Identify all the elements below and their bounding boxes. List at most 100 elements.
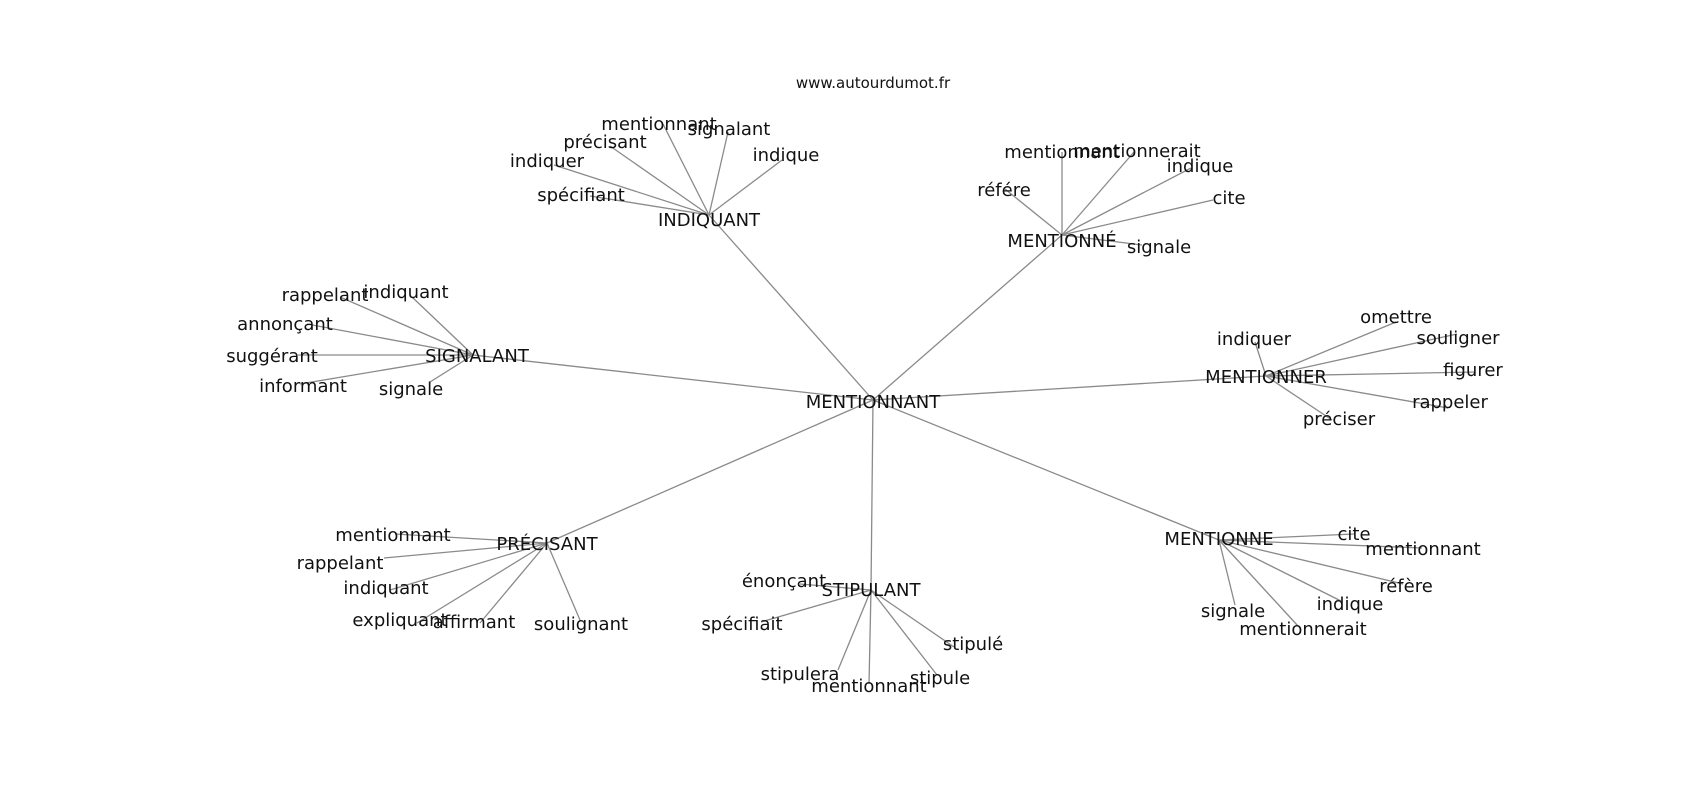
edge-hub-leaf bbox=[389, 542, 548, 591]
leaf-word: expliquant bbox=[352, 610, 447, 631]
edge-hub-leaf bbox=[306, 323, 474, 356]
edge-hub-leaf bbox=[1218, 539, 1404, 585]
edge-hub-leaf bbox=[383, 542, 548, 559]
edge-hub-leaf bbox=[837, 589, 872, 671]
leaf-word: indiquer bbox=[1217, 329, 1292, 350]
edge-hub-leaf bbox=[1218, 539, 1299, 627]
leaf-word: indique bbox=[1317, 594, 1384, 615]
edge-hub-leaf bbox=[609, 145, 710, 216]
edge-hub-leaf bbox=[799, 583, 872, 591]
leaf-word: signale bbox=[1201, 601, 1265, 622]
leaf-word: stipule bbox=[910, 668, 970, 689]
leaf-word: spécifiant bbox=[537, 185, 625, 206]
leaf-word: mentionnant bbox=[1365, 539, 1480, 560]
leaf-word: réfère bbox=[1379, 576, 1433, 597]
leaf-word: signale bbox=[379, 379, 443, 400]
edge-hub-leaf bbox=[416, 542, 548, 624]
edge-hub-leaf bbox=[760, 589, 872, 623]
edge-hub-leaf bbox=[1061, 167, 1192, 236]
edge-hub-leaf bbox=[1265, 375, 1449, 409]
edge-hub-leaf bbox=[394, 533, 548, 544]
edge-hub-leaf bbox=[708, 131, 729, 216]
leaf-word: indique bbox=[753, 145, 820, 166]
edge-hub-leaf bbox=[1218, 539, 1342, 602]
edge-hub-leaf bbox=[1265, 333, 1458, 377]
leaf-word: soulignant bbox=[534, 614, 628, 635]
edge-center-hub bbox=[546, 399, 874, 544]
leaf-word: mentionnerait bbox=[1239, 619, 1366, 640]
leaf-word: énonçant bbox=[742, 571, 826, 592]
edge-hub-leaf bbox=[479, 542, 548, 624]
edge-hub-leaf bbox=[1254, 341, 1267, 377]
hub-word: PRÉCISANT bbox=[496, 533, 598, 555]
leaf-word: signale bbox=[1127, 237, 1191, 258]
edge-hub-leaf bbox=[1265, 321, 1397, 377]
edge-hub-leaf bbox=[411, 296, 474, 356]
leaf-word: souligner bbox=[1416, 328, 1500, 349]
edge-hub-leaf bbox=[868, 589, 872, 685]
leaf-word: indiquant bbox=[363, 282, 448, 303]
leaf-word: référe bbox=[977, 180, 1031, 201]
edge-center-hub bbox=[872, 399, 1220, 541]
edge-hub-leaf bbox=[1218, 539, 1236, 606]
graph-labels: MENTIONNANTINDIQUANTmentionnantsignalant… bbox=[226, 114, 1503, 697]
leaf-word: rappeler bbox=[1412, 392, 1488, 413]
leaf-word: suggérant bbox=[226, 346, 318, 367]
leaf-word: omettre bbox=[1360, 307, 1432, 328]
edge-hub-leaf bbox=[708, 159, 783, 216]
leaf-word: mentionnerait bbox=[1073, 141, 1200, 162]
leaf-word: mentionnant bbox=[811, 676, 926, 697]
hub-word: SIGNALANT bbox=[425, 346, 530, 367]
hub-word: STIPULANT bbox=[822, 580, 922, 601]
hub-word: INDIQUANT bbox=[658, 210, 761, 231]
leaf-word: annonçant bbox=[237, 314, 333, 335]
leaf-word: stipulera bbox=[761, 664, 840, 685]
leaf-word: cite bbox=[1212, 188, 1245, 209]
leaf-word: signalant bbox=[688, 119, 771, 140]
edge-hub-leaf bbox=[1061, 151, 1135, 236]
center-word: MENTIONNANT bbox=[806, 392, 942, 413]
edge-center-hub bbox=[870, 399, 874, 591]
edge-hub-leaf bbox=[1218, 533, 1355, 541]
edge-hub-leaf bbox=[662, 123, 710, 216]
edge-hub-leaf bbox=[589, 195, 710, 216]
leaf-word: affirmant bbox=[433, 612, 516, 633]
hub-word: MENTIONNÉ bbox=[1007, 230, 1116, 252]
graph-edges bbox=[298, 123, 1476, 685]
leaf-word: rappelant bbox=[282, 285, 369, 306]
leaf-word: informant bbox=[259, 376, 347, 397]
hub-word: MENTIONNER bbox=[1205, 367, 1327, 388]
edge-hub-leaf bbox=[1218, 539, 1423, 549]
edge-hub-leaf bbox=[870, 589, 938, 676]
leaf-word: précisant bbox=[563, 132, 646, 153]
leaf-word: indiquer bbox=[510, 151, 585, 172]
edge-hub-leaf bbox=[870, 589, 955, 648]
leaf-word: mentionnant bbox=[601, 114, 716, 135]
edge-hub-leaf bbox=[553, 164, 710, 216]
edge-hub-leaf bbox=[1061, 234, 1143, 246]
edge-hub-leaf bbox=[546, 542, 581, 621]
edge-hub-leaf bbox=[1061, 199, 1214, 236]
leaf-word: mentionnant bbox=[335, 525, 450, 546]
leaf-word: mentionnant bbox=[1004, 142, 1119, 163]
leaf-word: préciser bbox=[1303, 409, 1376, 430]
edge-hub-leaf bbox=[1004, 188, 1063, 236]
site-watermark: www.autourdumot.fr bbox=[796, 74, 951, 92]
edge-center-hub bbox=[472, 354, 874, 401]
edge-hub-leaf bbox=[1265, 371, 1476, 377]
hub-word: MENTIONNE bbox=[1164, 529, 1273, 550]
edge-center-hub bbox=[872, 234, 1063, 401]
leaf-word: indique bbox=[1167, 156, 1234, 177]
leaf-word: figurer bbox=[1443, 360, 1503, 381]
leaf-word: indiquant bbox=[343, 578, 428, 599]
edge-center-hub bbox=[708, 214, 874, 401]
leaf-word: rappelant bbox=[297, 553, 384, 574]
edge-hub-leaf bbox=[1265, 375, 1333, 421]
edge-hub-leaf bbox=[429, 354, 474, 383]
leaf-word: cite bbox=[1337, 524, 1370, 545]
edge-center-hub bbox=[872, 375, 1267, 401]
leaf-word: spécifiait bbox=[701, 614, 782, 635]
edge-hub-leaf bbox=[339, 296, 474, 356]
leaf-word: stipulé bbox=[943, 634, 1003, 655]
